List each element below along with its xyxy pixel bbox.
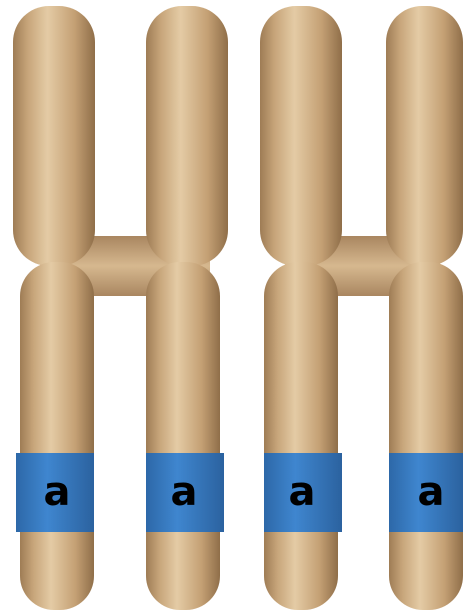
chromatid-lower-arm xyxy=(146,262,220,610)
chromatid-lower-arm xyxy=(264,262,338,610)
chromatid-right-a: a xyxy=(260,6,342,610)
chromatid-upper-arm xyxy=(386,6,463,266)
chromatid-right-b: a xyxy=(386,6,463,610)
chromatid-upper-arm xyxy=(13,6,95,266)
chromatid-upper-arm xyxy=(146,6,228,266)
chromatid-left-b: a xyxy=(146,6,228,610)
chromatid-lower-arm xyxy=(389,262,463,610)
chromatid-left-a: a xyxy=(13,6,95,610)
allele-label: a xyxy=(418,469,445,515)
chromosome-left: a a xyxy=(13,6,228,610)
allele-label: a xyxy=(44,469,71,515)
chromosome-right: a a xyxy=(260,6,463,610)
allele-label: a xyxy=(289,469,316,515)
chromatid-upper-arm xyxy=(260,6,342,266)
allele-label: a xyxy=(171,469,198,515)
chromatid-lower-arm xyxy=(20,262,94,610)
